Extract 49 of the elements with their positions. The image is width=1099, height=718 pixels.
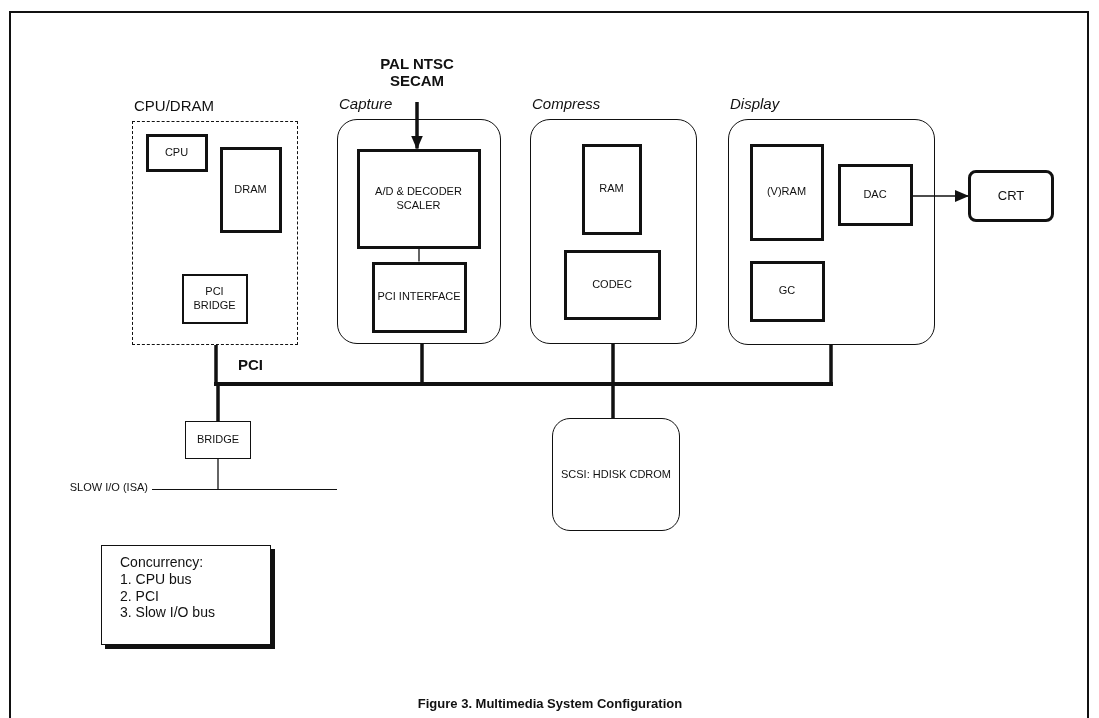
block-label: BRIDGE: [196, 433, 240, 447]
block-label: GC: [778, 284, 796, 298]
block-box: [181, 273, 248, 324]
connector-line: [214, 345, 218, 382]
bus-label: SLOW I/O (ISA): [68, 481, 148, 493]
block-box: [837, 163, 913, 226]
note-text: 3. Slow I/O bus: [120, 604, 216, 622]
note-text: 2. PCI: [120, 587, 160, 605]
note-text: 1. CPU bus: [120, 570, 193, 588]
connector-line: [217, 458, 219, 490]
connector-line: [611, 344, 615, 382]
block-box: [185, 421, 251, 459]
block-label: CRT: [997, 187, 1025, 205]
block-box: [371, 261, 467, 333]
block-label: A/D & DECODER SCALER: [374, 184, 463, 213]
connector-line: [829, 345, 833, 382]
note-text: Concurrency:: [120, 554, 205, 571]
bus-line: [152, 489, 337, 491]
block-label: CODEC: [592, 277, 632, 292]
figure-caption: Figure 3. Multimedia System Configuration: [416, 696, 684, 711]
group-heading: CPU/DRAM: [134, 97, 214, 114]
arrow: [411, 102, 423, 150]
block-box: [749, 143, 824, 241]
connector-line: [216, 385, 220, 421]
block-box: [356, 148, 481, 249]
block-label: PCI INTERFACE: [377, 290, 461, 304]
group-heading: Compress: [532, 95, 601, 112]
block-label: (V)RAM: [766, 185, 807, 199]
block-box: [968, 170, 1054, 222]
block-label: SCSI: HDISK CDROM: [561, 467, 671, 482]
connector-line: [611, 385, 615, 418]
block-label: CPU: [164, 145, 189, 160]
connector-line: [418, 247, 420, 263]
block-box: [552, 418, 680, 531]
block-label: RAM: [599, 182, 624, 196]
block-box: [581, 143, 642, 235]
group-heading: Capture: [339, 95, 393, 112]
block-box: [749, 260, 825, 322]
signal-label: PAL NTSC SECAM: [379, 56, 455, 90]
block-label: DAC: [863, 187, 887, 202]
group-heading: Display: [730, 95, 780, 112]
block-box: [219, 146, 282, 233]
block-label: PCI BRIDGE: [192, 284, 237, 313]
block-label: DRAM: [234, 182, 267, 197]
connector-line: [420, 344, 424, 382]
block-box: [145, 133, 208, 172]
block-box: [563, 249, 661, 320]
bus-label: PCI: [238, 356, 264, 373]
arrow: [911, 190, 969, 202]
